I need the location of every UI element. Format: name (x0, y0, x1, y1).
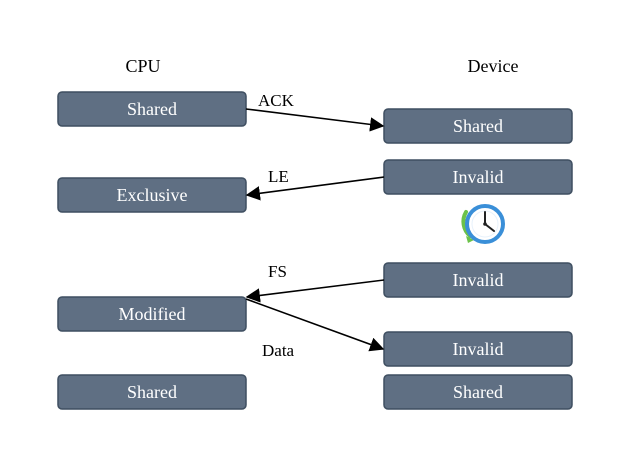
device-column-label: Device (468, 56, 519, 76)
device-state-invalid-1: Invalid (383, 159, 573, 195)
data-arrow (245, 298, 385, 352)
device-state-invalid-2: Invalid (383, 262, 573, 298)
clock-icon (461, 204, 505, 244)
device-state-label: Invalid (453, 270, 504, 290)
cpu-state-label: Shared (127, 382, 177, 402)
cpu-state-modified: Modified (57, 296, 247, 332)
device-state-label: Shared (453, 116, 503, 136)
data-label: Data (262, 341, 295, 360)
device-state-invalid-3: Invalid (383, 331, 573, 367)
device-state-label: Invalid (453, 339, 504, 359)
le-arrow (245, 176, 385, 201)
ack-label: ACK (258, 91, 295, 110)
cpu-state-label: Modified (119, 304, 186, 324)
cpu-column-label: CPU (125, 56, 160, 76)
le-label: LE (268, 167, 289, 186)
cpu-state-shared-top: Shared (57, 91, 247, 127)
cpu-state-label: Exclusive (117, 185, 188, 205)
cpu-state-shared-bottom: Shared (57, 374, 247, 410)
device-state-label: Shared (453, 382, 503, 402)
device-state-shared-top: Shared (383, 108, 573, 144)
cpu-state-exclusive: Exclusive (57, 177, 247, 213)
device-state-label: Invalid (453, 167, 504, 187)
fs-label: FS (268, 262, 287, 281)
ack-arrow (245, 108, 385, 132)
device-state-shared-bottom: Shared (383, 374, 573, 410)
fs-arrow (245, 279, 385, 303)
cpu-state-label: Shared (127, 99, 177, 119)
